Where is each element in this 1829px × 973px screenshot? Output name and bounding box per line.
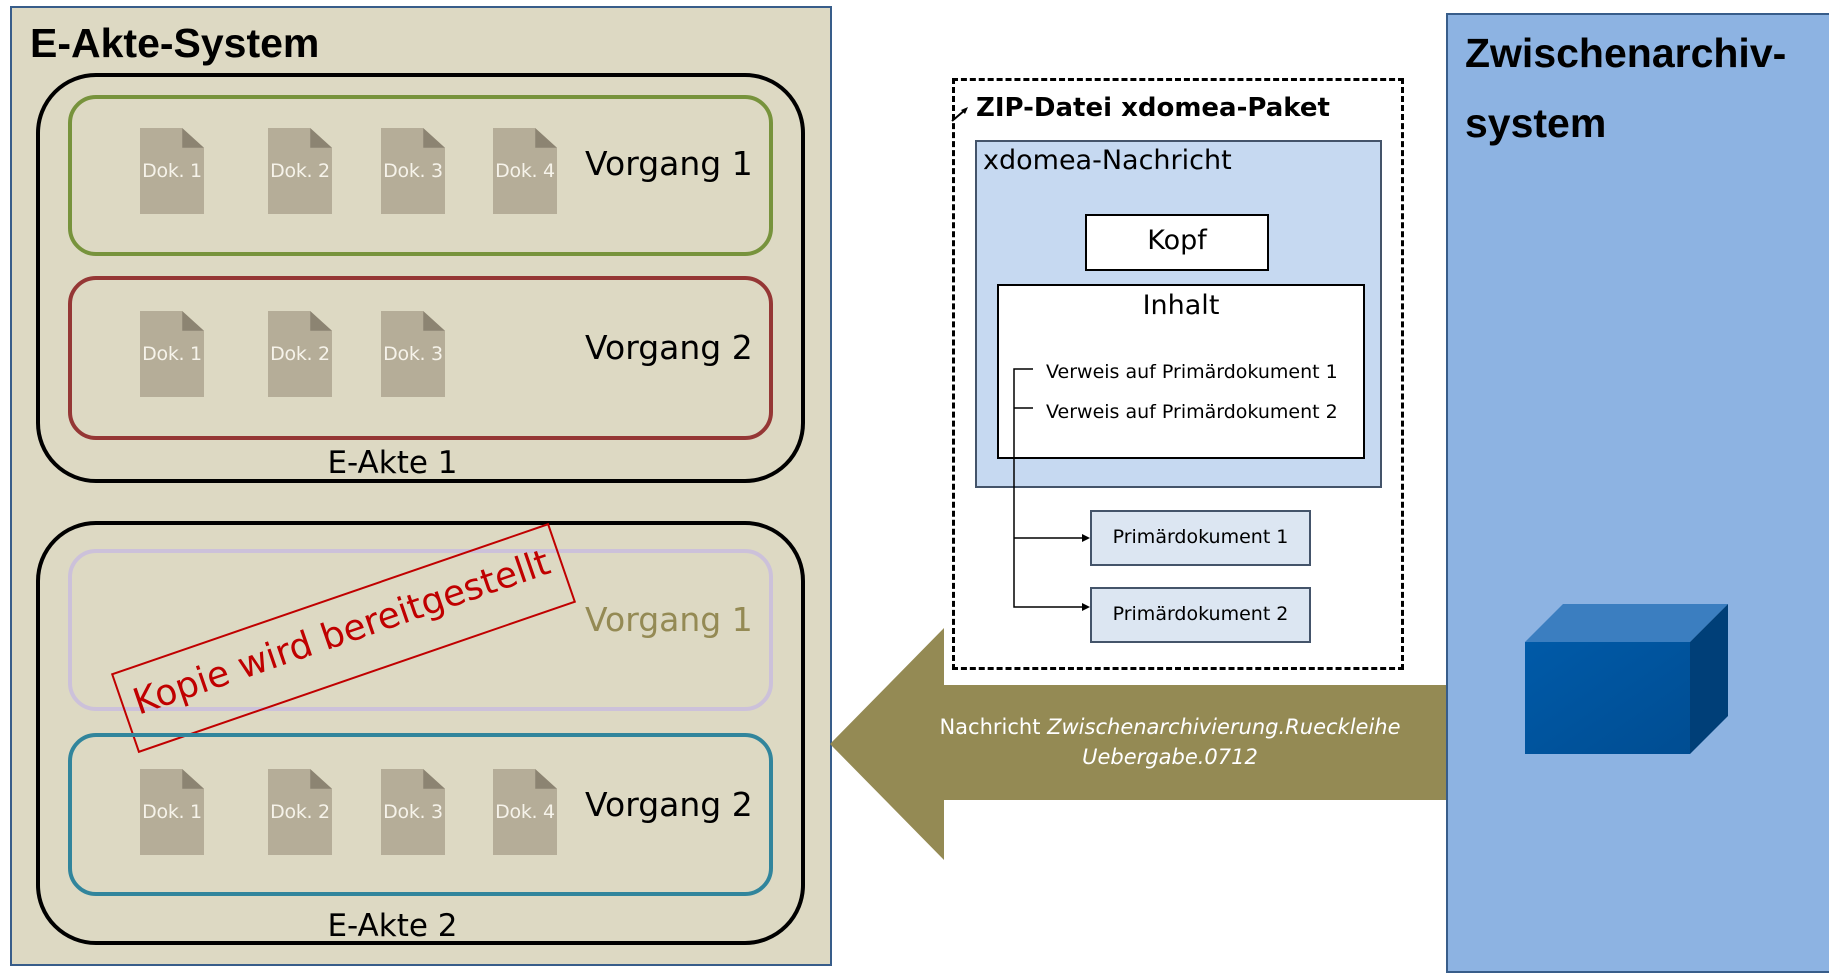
akte1-vorgang-2-label: Vorgang 2 bbox=[585, 328, 753, 367]
akte1-vorgang-1-label: Vorgang 1 bbox=[585, 144, 753, 183]
document-icon: Dok. 1 bbox=[140, 769, 204, 855]
document-icon: Dok. 2 bbox=[268, 769, 332, 855]
reference-connectors bbox=[1013, 368, 1090, 611]
intermediate-archive-title: Zwischenarchiv-system bbox=[1465, 30, 1787, 146]
archive-cube-icon bbox=[1525, 604, 1728, 754]
intermediate-archive-panel bbox=[1446, 13, 1829, 973]
document-icon: Dok. 1 bbox=[140, 311, 204, 397]
akte2-vorgang-1-box bbox=[68, 549, 773, 711]
message-transfer-arrow bbox=[830, 628, 1448, 860]
akte1-vorgang-2-box bbox=[68, 276, 773, 440]
arrow-pointer-icon bbox=[951, 107, 968, 122]
content-box: Inhalt bbox=[997, 284, 1365, 459]
document-icon: Dok. 3 bbox=[381, 311, 445, 397]
document-icon: Dok. 2 bbox=[268, 311, 332, 397]
header-label: Kopf bbox=[1147, 225, 1207, 256]
arrow-message-label: Nachricht Zwischenarchivierung.Rueckleih… bbox=[939, 715, 1401, 769]
document-icon: Dok. 3 bbox=[381, 769, 445, 855]
zip-package-title: ZIP-Datei xdomea-Paket bbox=[976, 93, 1330, 123]
document-icon: Dok. 4 bbox=[493, 128, 557, 214]
primary-document-1-box: Primärdokument 1 bbox=[1090, 510, 1311, 566]
document-icon: Dok. 4 bbox=[493, 769, 557, 855]
e-akte-2-label: E-Akte 2 bbox=[327, 908, 458, 944]
document-icon: Dok. 2 bbox=[268, 128, 332, 214]
e-akte-2-container bbox=[36, 521, 805, 945]
akte1-vorgang-1-box bbox=[68, 95, 773, 256]
reference-primary-doc-1: Verweis auf Primärdokument 1 bbox=[1046, 361, 1338, 383]
akte2-vorgang-1-label: Vorgang 1 bbox=[585, 600, 753, 639]
akte2-vorgang-2-label: Vorgang 2 bbox=[585, 785, 753, 824]
e-akte-system-title: E-Akte-System bbox=[30, 20, 320, 66]
header-box: Kopf bbox=[1085, 214, 1269, 271]
xdomea-message-title: xdomea-Nachricht bbox=[983, 145, 1232, 176]
document-icon: Dok. 3 bbox=[381, 128, 445, 214]
akte2-vorgang-2-box bbox=[68, 733, 773, 896]
content-label: Inhalt bbox=[1142, 290, 1220, 321]
document-icon: Dok. 1 bbox=[140, 128, 204, 214]
e-akte-1-label: E-Akte 1 bbox=[327, 445, 458, 481]
primary-document-2-box: Primärdokument 2 bbox=[1090, 587, 1311, 643]
reference-primary-doc-2: Verweis auf Primärdokument 2 bbox=[1046, 401, 1338, 423]
e-akte-1-container bbox=[36, 73, 805, 483]
